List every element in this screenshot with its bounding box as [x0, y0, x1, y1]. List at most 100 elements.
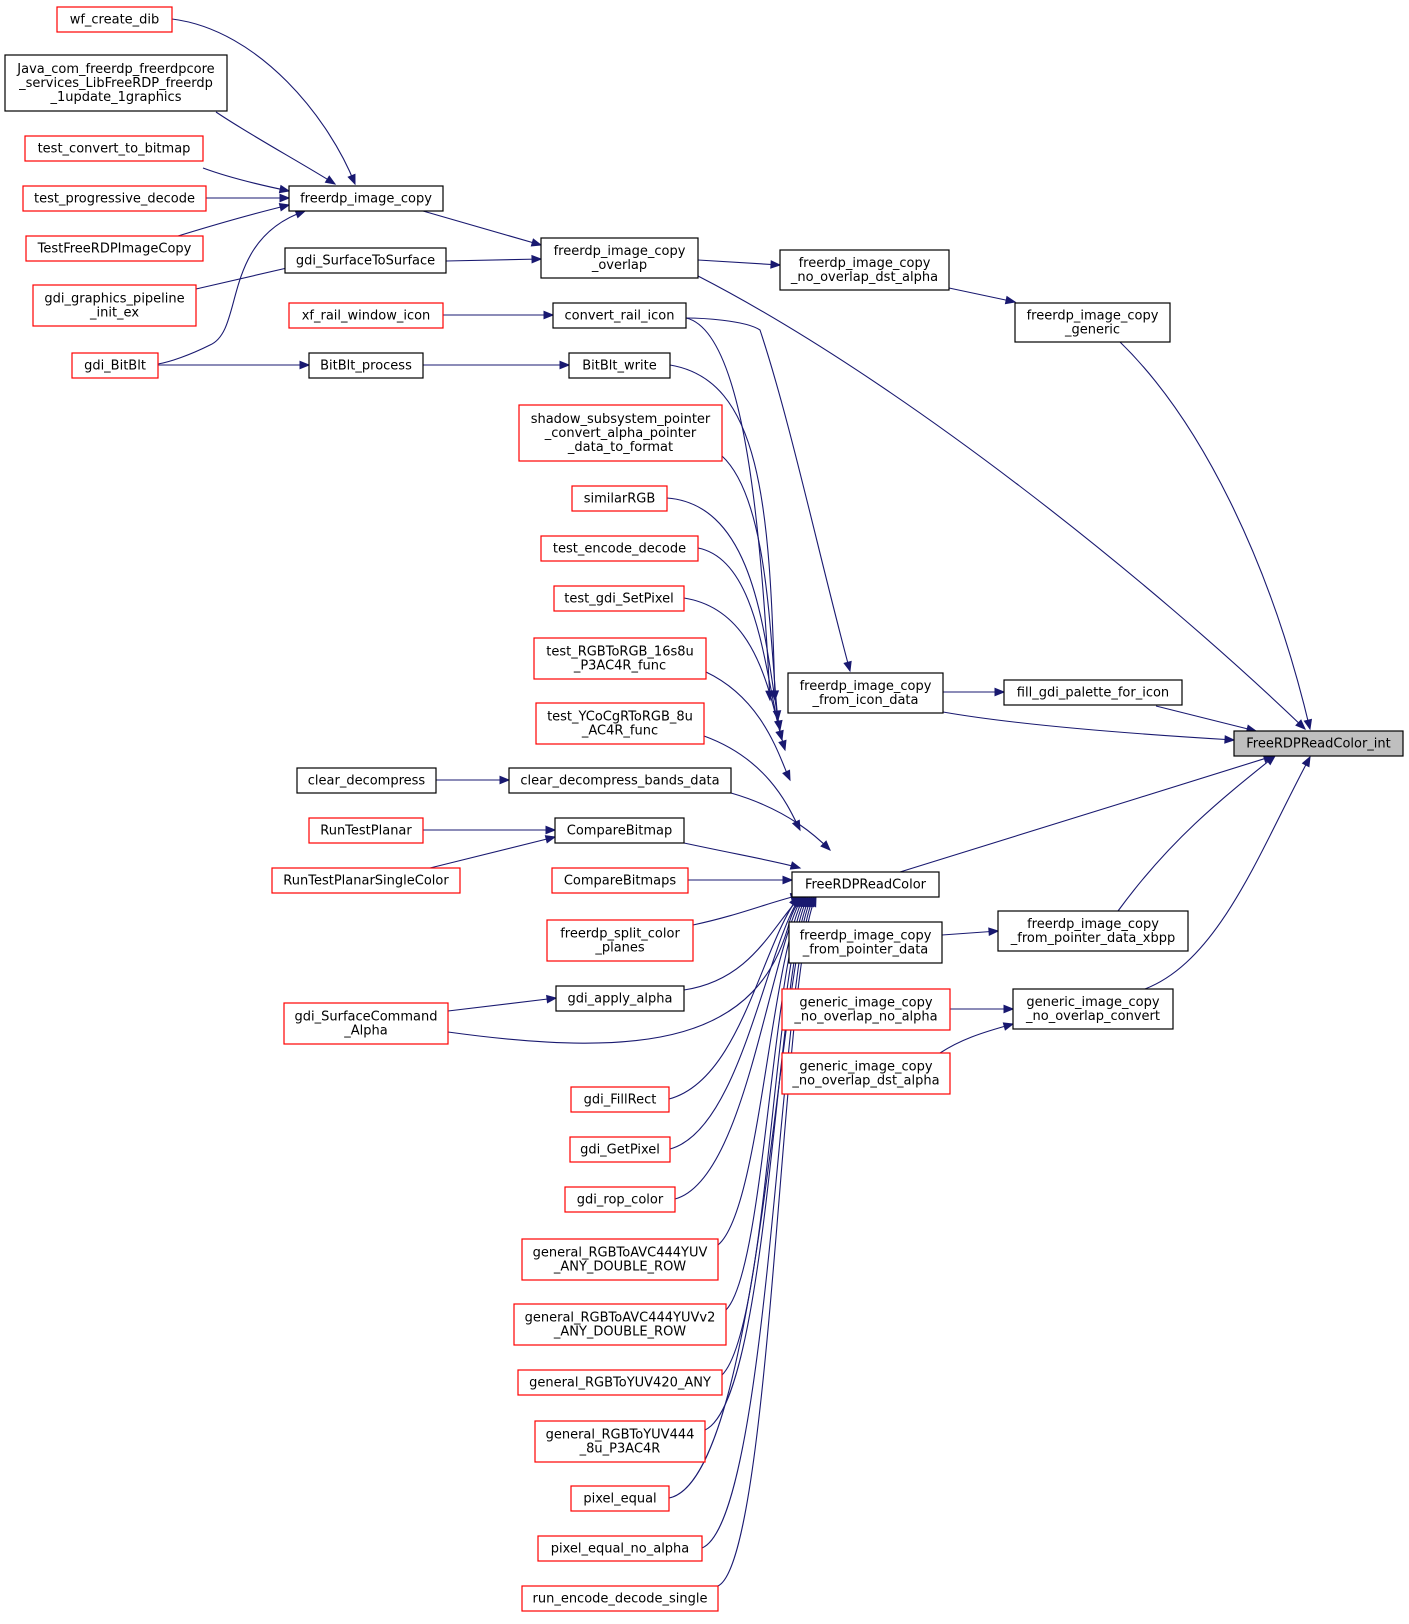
node-box [787, 672, 944, 714]
node-generic_no_overlap_no_alpha[interactable]: generic_image_copy_no_overlap_no_alpha [781, 988, 951, 1031]
node-label: gdi_SurfaceToSurface [296, 254, 435, 269]
edge-clear_decompress_bands_data-to-FreeRDPReadColor-arrowhead [820, 840, 831, 851]
node-label: test_RGBToRGB_16s8u [546, 645, 694, 660]
node-box [569, 1136, 671, 1163]
node-clear_decompress_bands_data[interactable]: clear_decompress_bands_data [508, 767, 732, 794]
node-box [288, 302, 444, 329]
node-box [4, 54, 228, 112]
node-label: gdi_BitBlt [84, 359, 146, 374]
edge-RunTestPlanarSingleColor-to-CompareBitmap-arrowhead [544, 835, 557, 844]
node-similarRGB[interactable]: similarRGB [571, 485, 668, 512]
edge-CompareBitmap-to-FreeRDPReadColor [683, 842, 801, 869]
node-box [32, 284, 197, 327]
edge-RunTestPlanar-to-CompareBitmap-arrowhead [545, 825, 557, 835]
node-box [24, 135, 204, 162]
node-box [551, 867, 689, 894]
node-gdi_apply_alpha[interactable]: gdi_apply_alpha [555, 985, 685, 1012]
edge-wf_create_dib-to-freerdp_image_copy [171, 18, 356, 185]
node-label: pixel_equal_no_alpha [551, 1542, 690, 1557]
node-pixel_equal[interactable]: pixel_equal [570, 1485, 670, 1512]
node-box [997, 910, 1189, 952]
node-image_copy_generic[interactable]: freerdp_image_copy_generic [1014, 302, 1171, 343]
node-gdi_GetPixel[interactable]: gdi_GetPixel [569, 1136, 671, 1163]
node-box [296, 767, 437, 794]
node-test_progressive_decode[interactable]: test_progressive_decode [22, 185, 207, 212]
node-box [271, 867, 461, 894]
edge-java_update_graphics-to-freerdp_image_copy [215, 111, 336, 185]
node-pixel_equal_no_alpha[interactable]: pixel_equal_no_alpha [537, 1535, 703, 1562]
node-box [571, 485, 668, 512]
node-gdi_FillRect[interactable]: gdi_FillRect [570, 1086, 670, 1113]
edge-TestFreeRDPImageCopy-to-freerdp_image_copy [177, 204, 290, 237]
node-wf_create_dib[interactable]: wf_create_dib [56, 6, 173, 33]
node-RunTestPlanarSingleColor[interactable]: RunTestPlanarSingleColor [271, 867, 461, 894]
edge-shadow_convert_alpha-to-FreeRDPReadColor [721, 455, 779, 721]
node-box [555, 985, 685, 1012]
edge-clear_decompress-to-clear_decompress_bands_data-arrowhead [499, 775, 511, 785]
node-RunTestPlanar[interactable]: RunTestPlanar [308, 817, 424, 844]
node-BitBlt_process[interactable]: BitBlt_process [308, 352, 424, 379]
node-general_RGBToAVC444YUVv2[interactable]: general_RGBToAVC444YUVv2_ANY_DOUBLE_ROW [513, 1303, 727, 1346]
node-label: freerdp_image_copy [300, 192, 432, 207]
node-FreeRDPReadColor[interactable]: FreeRDPReadColor [791, 871, 940, 898]
node-xf_rail_window_icon[interactable]: xf_rail_window_icon [288, 302, 444, 329]
node-test_encode_decode[interactable]: test_encode_decode [540, 535, 699, 562]
edge-generic_no_overlap_convert-to-FreeRDPReadColor_int [1144, 756, 1311, 990]
node-general_RGBToAVC444YUV[interactable]: general_RGBToAVC444YUV_ANY_DOUBLE_ROW [521, 1238, 719, 1281]
node-label: freerdp_image_copy [1027, 309, 1159, 324]
node-test_gdi_SetPixel[interactable]: test_gdi_SetPixel [553, 585, 685, 612]
node-label: test_YCoCgRToRGB_8u [547, 710, 693, 725]
nodes-layer: wf_create_dibJava_com_freerdp_freerdpcor… [4, 6, 1404, 1612]
node-freerdp_image_copy_overlap[interactable]: freerdp_image_copy_overlap [540, 237, 699, 279]
node-gdi_SurfaceCommand_Alpha[interactable]: gdi_SurfaceCommand_Alpha [283, 1002, 449, 1045]
node-label: _no_overlap_convert [1025, 1009, 1160, 1024]
node-gdi_graphics_pipeline_init_ex[interactable]: gdi_graphics_pipeline_init_ex [32, 284, 197, 327]
node-freerdp_split_color_planes[interactable]: freerdp_split_color_planes [546, 919, 694, 962]
node-general_RGBToYUV444[interactable]: general_RGBToYUV444_8u_P3AC4R [534, 1420, 706, 1463]
node-run_encode_decode_single[interactable]: run_encode_decode_single [521, 1585, 719, 1612]
node-clear_decompress[interactable]: clear_decompress [296, 767, 437, 794]
node-BitBlt_write[interactable]: BitBlt_write [568, 352, 671, 379]
node-label: FreeRDPReadColor [805, 878, 927, 893]
node-generic_no_overlap_dst_alpha[interactable]: generic_image_copy_no_overlap_dst_alpha [781, 1052, 951, 1095]
node-label: shadow_subsystem_pointer [531, 412, 711, 427]
node-test_convert_to_bitmap[interactable]: test_convert_to_bitmap [24, 135, 204, 162]
edge-freerdp_image_copy_overlap-to-no_overlap_dst_alpha_top [697, 259, 781, 266]
node-TestFreeRDPImageCopy[interactable]: TestFreeRDPImageCopy [25, 235, 204, 262]
node-label: _no_overlap_dst_alpha [791, 1074, 939, 1089]
edge-freerdp_image_copy_overlap-to-FreeRDPReadColor_int-arrowhead [1295, 719, 1306, 730]
edge-image_copy_generic-to-FreeRDPReadColor_int-arrowhead [1303, 718, 1313, 731]
node-test_RGBToRGB_16s8u[interactable]: test_RGBToRGB_16s8u_P3AC4R_func [533, 637, 707, 680]
node-CompareBitmaps[interactable]: CompareBitmaps [551, 867, 689, 894]
edge-similarRGB-to-FreeRDPReadColor [666, 497, 781, 731]
node-gdi_rop_color[interactable]: gdi_rop_color [564, 1186, 676, 1213]
node-box [540, 237, 699, 279]
node-freerdp_image_copy[interactable]: freerdp_image_copy [288, 185, 444, 212]
node-label: general_RGBToAVC444YUV [533, 1246, 708, 1261]
node-from_pointer_data[interactable]: freerdp_image_copy_from_pointer_data [788, 921, 943, 964]
node-from_icon_data[interactable]: freerdp_image_copy_from_icon_data [787, 672, 944, 714]
node-gdi_SurfaceToSurface[interactable]: gdi_SurfaceToSurface [284, 247, 447, 274]
node-CompareBitmap[interactable]: CompareBitmap [554, 817, 685, 844]
node-label: test_gdi_SetPixel [564, 592, 674, 607]
node-general_RGBToYUV420_ANY[interactable]: general_RGBToYUV420_ANY [517, 1369, 723, 1396]
edge-gdi_FillRect-to-FreeRDPReadColor [668, 896, 799, 1100]
node-java_update_graphics[interactable]: Java_com_freerdp_freerdpcore_services_Li… [4, 54, 228, 112]
node-label: CompareBitmap [567, 824, 672, 839]
node-label: freerdp_image_copy [1027, 917, 1159, 932]
node-box [508, 767, 732, 794]
node-shadow_convert_alpha[interactable]: shadow_subsystem_pointer_convert_alpha_p… [518, 404, 723, 462]
node-test_YCoCgRToRGB_8u[interactable]: test_YCoCgRToRGB_8u_AC4R_func [535, 702, 705, 745]
node-no_overlap_dst_alpha_top[interactable]: freerdp_image_copy_no_overlap_dst_alpha [779, 249, 950, 291]
node-convert_rail_icon[interactable]: convert_rail_icon [552, 302, 687, 329]
edge-test_encode_decode-to-FreeRDPReadColor [697, 547, 783, 741]
node-gdi_BitBlt[interactable]: gdi_BitBlt [71, 352, 159, 379]
node-label: xf_rail_window_icon [302, 309, 431, 324]
node-from_pointer_data_xbpp[interactable]: freerdp_image_copy_from_pointer_data_xbp… [997, 910, 1189, 952]
node-box [535, 702, 705, 745]
node-box [22, 185, 207, 212]
node-generic_no_overlap_convert[interactable]: generic_image_copy_no_overlap_convert [1012, 988, 1174, 1030]
node-fill_gdi_palette_for_icon[interactable]: fill_gdi_palette_for_icon [1003, 679, 1183, 706]
edge-freerdp_image_copy-to-freerdp_image_copy_overlap [422, 210, 542, 246]
node-FreeRDPReadColor_int[interactable]: FreeRDPReadColor_int [1233, 730, 1404, 757]
